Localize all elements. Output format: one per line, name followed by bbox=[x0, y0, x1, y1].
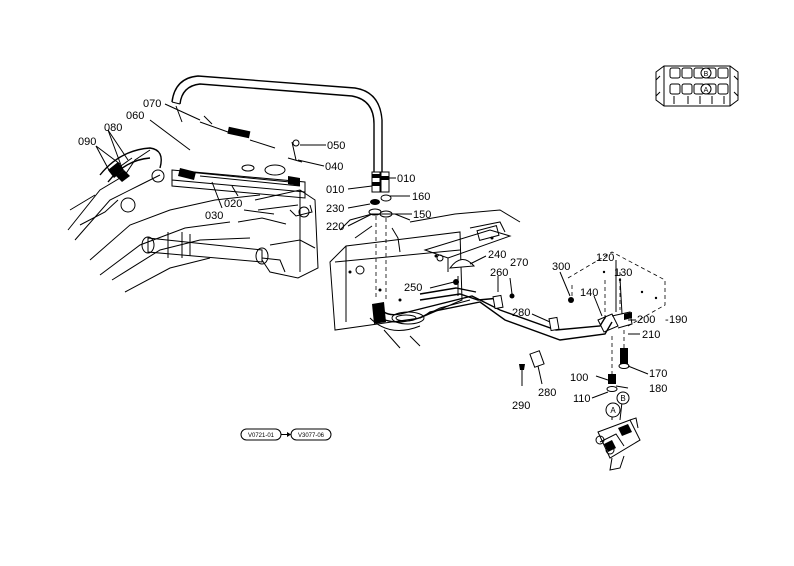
icon-marker-b: B bbox=[704, 71, 709, 78]
callout-labels: 090 080 060 070 050 040 010 010 160 230 … bbox=[78, 98, 687, 412]
callout-280-bottom: 280 bbox=[538, 387, 556, 399]
callout-190: 190 bbox=[669, 314, 687, 326]
callout-050: 050 bbox=[327, 140, 345, 152]
callout-180: 180 bbox=[649, 383, 667, 395]
serial-range-badge: V0721-01 V3077-06 bbox=[240, 428, 332, 441]
svg-text:-: - bbox=[665, 314, 669, 326]
marker-b: B bbox=[620, 394, 625, 403]
callout-270: 270 bbox=[510, 257, 528, 269]
callout-070: 070 bbox=[143, 98, 161, 110]
serial-from: V0721-01 bbox=[248, 433, 275, 439]
leader-lines bbox=[95, 103, 649, 399]
callout-260: 260 bbox=[490, 267, 508, 279]
callout-040: 040 bbox=[325, 161, 343, 173]
callout-290: 290 bbox=[512, 400, 530, 412]
frame-block bbox=[329, 209, 521, 349]
icon-marker-a: A bbox=[704, 87, 709, 94]
callout-010-left: 010 bbox=[326, 184, 344, 196]
loader-arm-drawing bbox=[67, 147, 319, 293]
callout-030: 030 bbox=[205, 210, 223, 222]
callout-120: 120 bbox=[596, 252, 614, 264]
callout-160: 160 bbox=[412, 191, 430, 203]
callout-020: 020 bbox=[224, 198, 242, 210]
control-valve-upper bbox=[171, 75, 383, 199]
callout-090: 090 bbox=[78, 136, 96, 148]
callout-200: 200 bbox=[637, 314, 655, 326]
callout-080: 080 bbox=[104, 122, 122, 134]
callout-170: 170 bbox=[649, 368, 667, 380]
fitting-stack bbox=[368, 171, 393, 300]
callout-140: 140 bbox=[580, 287, 598, 299]
marker-a: A bbox=[610, 406, 616, 415]
callout-100: 100 bbox=[570, 372, 588, 384]
callout-240: 240 bbox=[488, 249, 506, 261]
callout-230: 230 bbox=[326, 203, 344, 215]
callout-010-right: 010 bbox=[397, 173, 415, 185]
callout-060: 060 bbox=[126, 110, 144, 122]
serial-to: V3077-06 bbox=[298, 433, 325, 439]
valve-bank-icon bbox=[655, 65, 739, 107]
callout-220: 220 bbox=[326, 221, 344, 233]
hydraulic-lines bbox=[369, 251, 666, 392]
callout-250: 250 bbox=[404, 282, 422, 294]
callout-280-top: 280 bbox=[512, 307, 530, 319]
callout-300: 300 bbox=[552, 261, 570, 273]
reference-markers: B A B A bbox=[605, 71, 709, 418]
callout-210: 210 bbox=[642, 329, 660, 341]
callout-150: 150 bbox=[413, 209, 431, 221]
callout-130: 130 bbox=[614, 267, 632, 279]
control-valve-lower bbox=[595, 401, 641, 471]
callout-110: 110 bbox=[573, 393, 591, 405]
